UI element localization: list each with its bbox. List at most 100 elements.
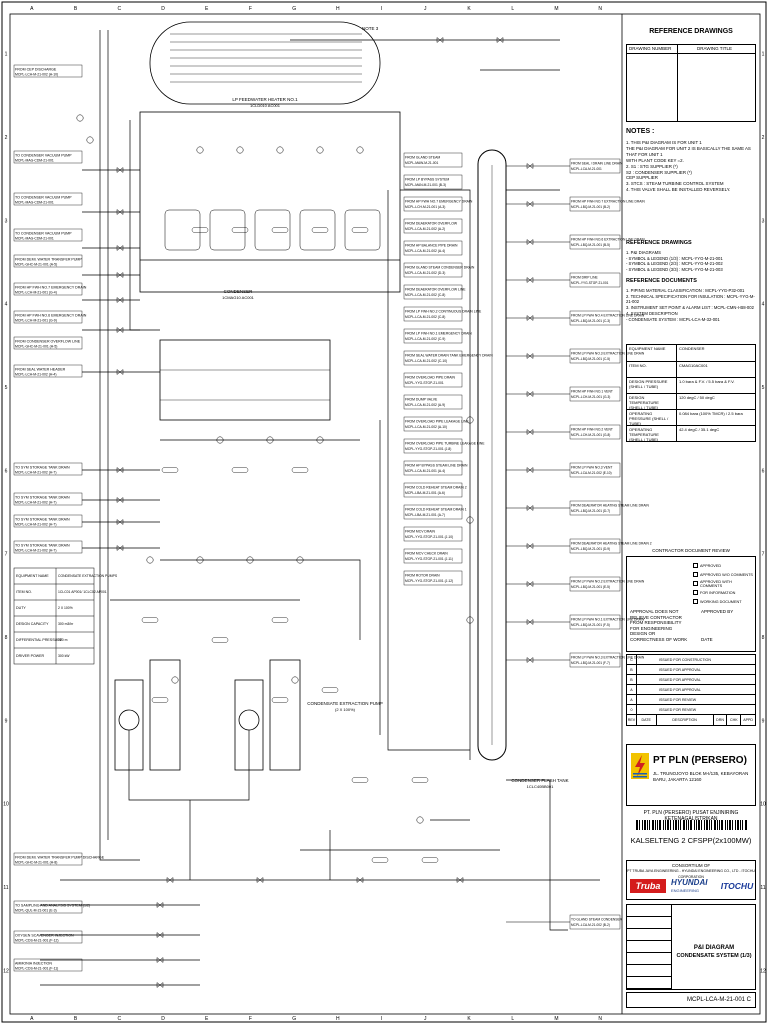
drawing-number: MCPL-LCA-M-21-001 — [687, 997, 746, 1003]
signature-row — [627, 917, 671, 929]
left-line-name: OXYGEN SCAVENGER INJECTION — [15, 934, 74, 938]
instrument-symbols — [76, 36, 534, 989]
instrument-bubble — [196, 146, 204, 154]
left-line-name: TO SYM STORAGE TANK DRAIN — [15, 544, 70, 548]
left-line-name: TO CONDENSER VACUUM PUMP — [15, 196, 72, 200]
center-line-ref: MCPL-YYG-STGP-21-001 (J-10) — [405, 535, 453, 539]
left-line-name: FROM SEAL WATER HEADER — [15, 368, 66, 372]
condenser-table-value: 42.4 degC / 35.1 degC — [679, 427, 720, 432]
revision-desc: ISSUED FOR CONSTRUCTION — [659, 658, 711, 662]
consortium-label: CONSORTIUM OF — [671, 863, 711, 868]
valve-symbol — [526, 618, 534, 626]
valve-symbol — [256, 876, 264, 884]
right-line-name: FROM DRIP LINE — [571, 276, 598, 280]
instrument-bubble — [466, 616, 474, 624]
center-line-ref: MCPL-MAW-M-21-001 — [405, 161, 439, 165]
revision-header-cell: APPD — [743, 718, 754, 722]
center-line-name: FROM OVERLOAD PIPE DRAIN — [405, 376, 455, 380]
pln-logo — [631, 753, 649, 779]
grid-col-label-bottom: L — [511, 1016, 514, 1022]
line-tag-symbol — [291, 467, 309, 473]
condenser-table-value: CMAG10AC001 — [679, 363, 708, 368]
barcode-bar — [706, 820, 708, 830]
barcode-bar — [688, 820, 689, 830]
instrument-bubble — [266, 436, 274, 444]
right-line-name: FROM LP FWH NO.1 EXTRACTION LINE DRAIN — [571, 618, 645, 622]
center-line-name: FROM GLAND STEAM — [405, 156, 440, 160]
hyundai-logo-sub: ENGINEERING — [671, 888, 700, 893]
center-line-name: FROM MCV DRAIN — [405, 530, 436, 534]
grid-col-label-bottom: D — [161, 1016, 165, 1022]
line-tag-symbol — [231, 227, 249, 233]
grid-col-label-top: G — [292, 6, 296, 12]
review-item-label: WORKING DOCUMENT — [700, 599, 742, 604]
left-line-name: FROM DEMI. WATER TRANSFER PUMP DISCHARGE — [15, 856, 105, 860]
left-line-ref: MCPL-QUL-M-21-001 (E-3) — [15, 909, 57, 913]
left-line-ref: MCPL-MAG-CDM-21-001 — [15, 237, 54, 241]
left-line-name: FROM CEP DISCHARGE — [15, 68, 57, 72]
grid-col-label-bottom: H — [336, 1016, 340, 1022]
center-line-ref: MCPL-LCA-M-21-001 (A-4) — [405, 469, 445, 473]
reference-table: DRAWING NUMBER DRAWING TITLE — [626, 44, 756, 122]
right-line-name: FROM HP FWH NO.1 VENT — [571, 390, 613, 394]
lp-heater-label: LP FEEDWATER HEATER NO.1 — [232, 97, 298, 102]
flash-tank-label: CONDENSER FLASH TANK — [511, 778, 568, 783]
left-line-ref: MCPL-MAG-CDM-21-001 — [15, 159, 54, 163]
drawing-title-block: P&I DIAGRAM CONDENSATE SYSTEM (1/3) — [626, 904, 756, 990]
left-line-box — [13, 228, 83, 242]
left-line-ref: MCPL-CDS-M-21-001 (F-12) — [15, 939, 59, 943]
line-tag-symbol — [411, 777, 429, 783]
center-line-ref: MCPL-LCA-M-21-002 (A-2) — [405, 227, 445, 231]
revision-desc: ISSUED FOR APPROVAL — [659, 688, 701, 692]
center-line-name: FROM COLD REHEAT STEAM DRAIN 1 — [405, 508, 467, 512]
note-item: 4. THIS VALVE SHALL BE INSTALLED REVERSE… — [626, 187, 731, 193]
grid-row-label-right: 2 — [762, 135, 765, 141]
left-line-ref: MCPL-CDS-M-21-001 (F-11) — [15, 967, 58, 971]
left-line-ref: MCPL-LCA-M-21-002 (H-7) — [15, 471, 56, 475]
grid-col-label-top: H — [336, 6, 340, 12]
hotwell — [159, 339, 331, 421]
owner-address: JL. TRUNOJOYO BLOK M-I/135, KEBAYORAN BA… — [653, 771, 749, 782]
valve-symbol — [116, 518, 124, 526]
revision-desc: ISSUED FOR APPROVAL — [659, 678, 701, 682]
left-line-ref: MCPL-GHC-M-21-001 (H-5) — [15, 345, 57, 349]
right-line-name: FROM HP FWH NO.2 VENT — [571, 428, 613, 432]
ref-documents-list: 1. PIPING MATERIAL CLASSIFICATION : MCPL… — [626, 288, 756, 322]
valve-symbol — [526, 276, 534, 284]
left-line-name: FROM CONDENSER OVERFLOW LINE — [15, 340, 81, 344]
center-line-box — [403, 306, 463, 322]
barcode-bar — [737, 820, 739, 830]
drawing-title-line-1: P&I DIAGRAM — [693, 945, 735, 951]
left-line-box — [13, 540, 83, 554]
line-tag-symbol — [271, 227, 289, 233]
instrument-bubble — [416, 816, 424, 824]
cep-table-key: DRIVER POWER — [16, 654, 45, 658]
center-line-box — [403, 570, 463, 586]
right-line-ref: MCPL-LCA-M-21-001 — [571, 167, 602, 171]
hyundai-logo-text: HYUNDAI — [671, 878, 708, 887]
review-item-label: APPROVED WITH COMMENTS — [700, 579, 732, 588]
condenser-table-row: OPERATING PRESSURE (SHELL / TUBE)0.084 b… — [627, 409, 755, 426]
note-item: CEP SUPPLIER — [626, 175, 658, 181]
review-item: APPROVED — [693, 561, 755, 570]
barcode-bar — [745, 820, 747, 830]
center-line-box — [403, 218, 463, 234]
center-line-box — [403, 504, 463, 520]
right-line-name: FROM LP FWH NO.3 EXTRACTION LINE DRAIN — [571, 656, 645, 660]
center-line-box — [403, 240, 463, 256]
note-item: 1. THIS P&I DIAGRAM IS FOR UNIT 1 — [626, 140, 702, 145]
valve-symbol — [116, 244, 124, 252]
revision-code: C — [627, 655, 637, 664]
signature-row — [627, 929, 671, 941]
left-line-box — [13, 310, 83, 324]
grid-col-label-bottom: F — [249, 1016, 252, 1022]
barcode-bar — [711, 820, 712, 830]
center-line-box — [403, 350, 463, 366]
right-line-ref: MCPL-LBQ-M-21-001 (E-5) — [571, 585, 610, 589]
